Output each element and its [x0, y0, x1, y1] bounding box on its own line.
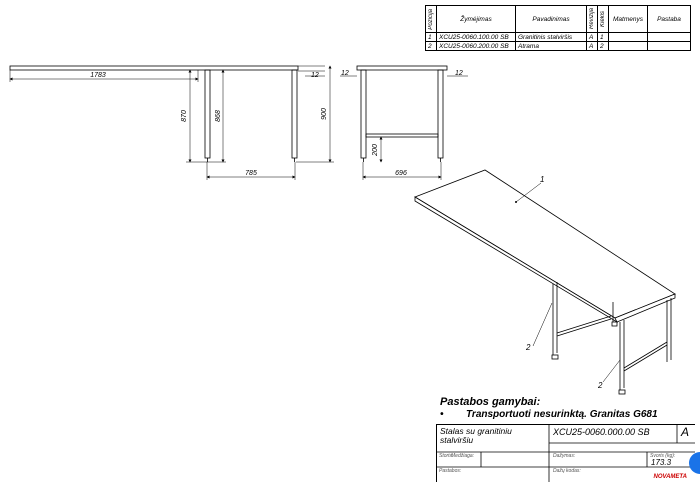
iso-leaders [515, 182, 621, 383]
floating-action-button[interactable] [689, 452, 700, 474]
notes-title: Pastabos gamybai: [440, 396, 541, 408]
label-storis: Storis: [439, 453, 454, 459]
front-view [9, 65, 334, 180]
bom-h-pozicija: Pozicija [428, 8, 434, 30]
dim-leg-h2: 868 [215, 110, 222, 122]
label-dazymas: Dažymas: [553, 453, 576, 459]
drawing-name: Stalas su granitiniu stalviršiu [440, 426, 512, 445]
bom-h-kiekis: Kiekis [600, 10, 606, 27]
bom-h-pastaba: Pastaba [647, 5, 691, 33]
dim-leg-h1: 870 [181, 110, 188, 122]
title-block-grid [437, 425, 695, 482]
dim-rail-h: 200 [372, 144, 379, 157]
callout-1: 1 [540, 175, 544, 184]
bom-h-revizija: Revizija [589, 8, 595, 30]
dim-leg-span: 785 [245, 170, 257, 177]
production-notes: Pastabos gamybai: •Transportuoti nesurin… [440, 396, 658, 420]
dim-side-thk-r: 12 [455, 70, 463, 77]
bom-h-matmenys: Matmenys [608, 5, 648, 33]
label-medziaga: Medžiaga: [451, 453, 475, 459]
callout-2a: 2 [525, 343, 531, 352]
side-view-dims: 12 12 200 696 [341, 70, 463, 177]
table-row: 1 XCU25-0060.100.00 SB Granitinis stalvi… [425, 32, 691, 42]
title-block: Stalas su granitiniu stalviršiu XCU25-00… [436, 424, 695, 482]
bom-h-pavadinimas: Pavadinimas [515, 5, 587, 33]
bom-table: Pozicija Žymėjimas Pavadinimas Revizija … [425, 5, 691, 51]
dim-total-h: 900 [321, 108, 328, 120]
label-svoris: Svoris (kg): [650, 453, 676, 459]
callout-2b: 2 [597, 381, 603, 390]
label-dazu-kodas: Dažų kodas: [553, 468, 581, 474]
dim-side-thk-l: 12 [341, 70, 349, 77]
isometric-view [414, 169, 676, 395]
bom-header-row: Pozicija Žymėjimas Pavadinimas Revizija … [425, 5, 691, 33]
weight-value: 173.3 [651, 458, 672, 467]
company-logo: NOVAMETA [653, 474, 687, 480]
front-view-dims: 1783 12 870 868 900 785 [90, 72, 328, 177]
label-pastabos: Pastabos: [439, 468, 462, 474]
drawing-number: XCU25-0060.000.00 SB [553, 427, 650, 437]
drawing-revision: A [681, 425, 690, 439]
dim-depth: 696 [395, 170, 407, 177]
side-view [340, 65, 468, 180]
bom-h-zymejimas: Žymėjimas [436, 5, 516, 33]
iso-callouts: 1 2 2 [525, 175, 603, 390]
table-row: 2 XCU25-0060.200.00 SB Atrama A 2 [425, 41, 691, 51]
notes-line: •Transportuoti nesurinktą. Granitas G681 [440, 409, 658, 420]
dim-thk-left: 12 [311, 72, 319, 79]
dim-length: 1783 [90, 72, 106, 79]
